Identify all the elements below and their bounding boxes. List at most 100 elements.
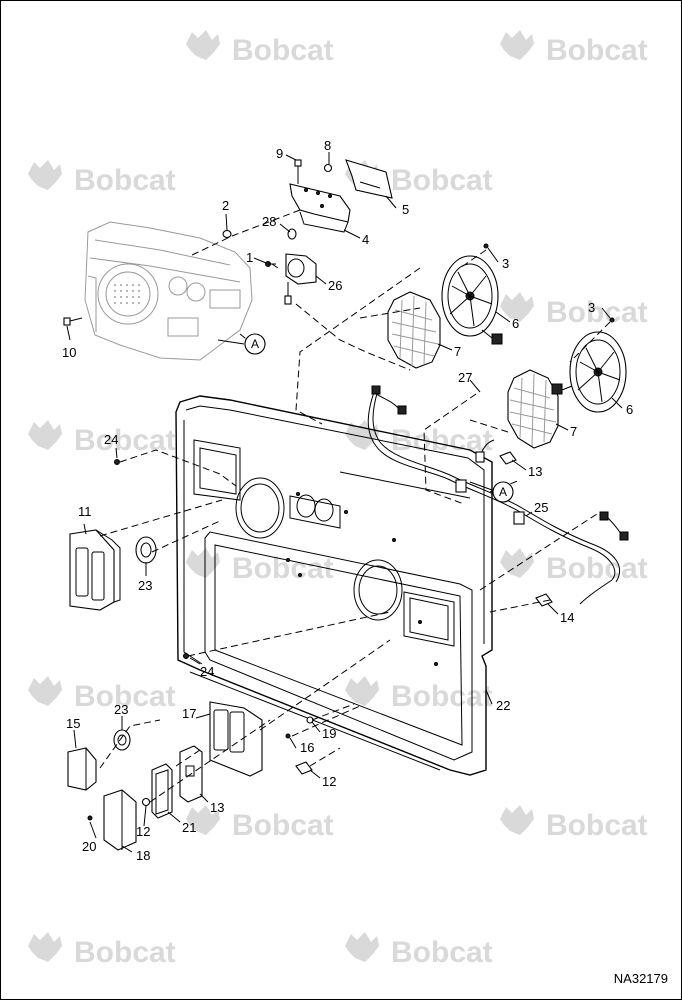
cab-reference-ghost xyxy=(84,221,253,361)
watermark-text: Bobcat xyxy=(546,809,648,842)
part-label: 19 xyxy=(322,726,336,741)
callout-a-left: A xyxy=(217,333,266,355)
watermark-logo: Bobcat xyxy=(186,805,334,842)
part-label: 1 xyxy=(246,250,253,265)
lamp-housing-17 xyxy=(103,789,137,851)
watermark-logo: Bobcat xyxy=(345,676,493,713)
clip-12-upper xyxy=(295,761,313,775)
grille-7-left xyxy=(387,291,441,369)
fan-6-right xyxy=(551,331,627,413)
part-label: 8 xyxy=(324,138,331,153)
part-label: 23 xyxy=(138,578,152,593)
part-label: 27 xyxy=(458,370,472,385)
part-label: 6 xyxy=(512,316,519,331)
watermark-logo: Bobcat xyxy=(345,932,493,969)
watermark-text: Bobcat xyxy=(391,164,493,197)
part-label: 3 xyxy=(588,300,595,315)
rear-panel-22 xyxy=(175,395,493,776)
part-label: 7 xyxy=(570,424,577,439)
part-label: 2 xyxy=(222,198,229,213)
watermark-text: Bobcat xyxy=(232,34,334,67)
screw-15 xyxy=(285,733,291,739)
part-label: 17 xyxy=(182,706,196,721)
light-housing-11 xyxy=(69,529,121,611)
watermark-text: Bobcat xyxy=(391,936,493,969)
screw-3-left xyxy=(483,243,489,249)
watermark-logo: Bobcat xyxy=(186,548,334,585)
part-label: 24 xyxy=(200,664,214,679)
assembly-leader-lines xyxy=(99,209,611,803)
grille-7-right xyxy=(507,369,559,449)
watermark-logo: Bobcat xyxy=(500,548,648,585)
part-label: 5 xyxy=(402,202,409,217)
part-label: 26 xyxy=(328,278,342,293)
callout-letter: A xyxy=(251,337,259,351)
gasket-20 xyxy=(151,763,173,819)
watermark-logo: Bobcat xyxy=(345,160,493,197)
watermark-text: Bobcat xyxy=(232,552,334,585)
watermark-text: Bobcat xyxy=(391,680,493,713)
part-number-labels: 9 8 5 4 2 28 1 26 10 3 6 7 3 27 6 7 13 2… xyxy=(62,138,633,863)
spacer-28 xyxy=(287,228,297,240)
watermark-logo: Bobcat xyxy=(345,420,493,457)
watermark-text: Bobcat xyxy=(546,552,648,585)
grommet-23-upper xyxy=(135,536,157,564)
module-26 xyxy=(284,253,317,305)
lens-14 xyxy=(67,747,97,791)
watermark-text: Bobcat xyxy=(74,936,176,969)
watermark-layer: Bobcat Bobcat Bobcat Bobcat Bobcat Bobca… xyxy=(28,30,648,969)
watermark-logo: Bobcat xyxy=(28,420,176,457)
watermark-text: Bobcat xyxy=(546,34,648,67)
part-label: 28 xyxy=(262,214,276,229)
part-label: 7 xyxy=(454,344,461,359)
bracket-4 xyxy=(289,183,351,233)
watermark-text: Bobcat xyxy=(546,296,648,329)
part-label: 4 xyxy=(362,232,369,247)
clip-13-lower xyxy=(535,593,553,607)
part-label: 12 xyxy=(136,824,150,839)
part-label: 15 xyxy=(66,716,80,731)
watermark-text: Bobcat xyxy=(74,164,176,197)
cover-5 xyxy=(345,159,393,199)
part-label: 24 xyxy=(104,432,118,447)
bulb-12-lower xyxy=(141,797,151,807)
grommet-23-lower xyxy=(113,729,131,751)
part-label: 20 xyxy=(82,839,96,854)
screw-19 xyxy=(87,815,93,821)
part-label: 18 xyxy=(136,848,150,863)
part-label: 3 xyxy=(502,256,509,271)
watermark-logo: Bobcat xyxy=(500,805,648,842)
nut-8 xyxy=(323,163,333,173)
watermark-text: Bobcat xyxy=(74,680,176,713)
part-label: 21 xyxy=(182,820,196,835)
wire-harness-25 xyxy=(367,385,629,605)
part-label: 11 xyxy=(78,504,92,519)
part-label: 22 xyxy=(496,698,510,713)
screw-24-upper xyxy=(114,459,120,465)
part-label: 13 xyxy=(210,800,224,815)
part-label: 12 xyxy=(322,774,336,789)
watermark-text: Bobcat xyxy=(74,424,176,457)
part-label: 23 xyxy=(114,702,128,717)
screw-3-right xyxy=(609,317,615,323)
watermark-logo: Bobcat xyxy=(28,160,176,197)
part-label: 13 xyxy=(528,464,542,479)
screw-10 xyxy=(63,317,83,326)
watermark-logo: Bobcat xyxy=(500,292,648,329)
watermark-logo: Bobcat xyxy=(186,30,334,67)
speaker-grille-dots xyxy=(114,284,140,304)
part-label: 25 xyxy=(534,500,548,515)
washer-2 xyxy=(222,229,232,239)
watermark-text: Bobcat xyxy=(232,809,334,842)
part-label: 10 xyxy=(62,345,76,360)
callout-letter: A xyxy=(499,485,507,499)
screw-24-lower xyxy=(183,653,189,659)
screw-9 xyxy=(294,159,302,184)
watermark-logo: Bobcat xyxy=(500,30,648,67)
part-label: 16 xyxy=(300,740,314,755)
part-label: 9 xyxy=(276,146,283,161)
part-label: 14 xyxy=(560,610,574,625)
clip-13-upper xyxy=(499,451,517,465)
